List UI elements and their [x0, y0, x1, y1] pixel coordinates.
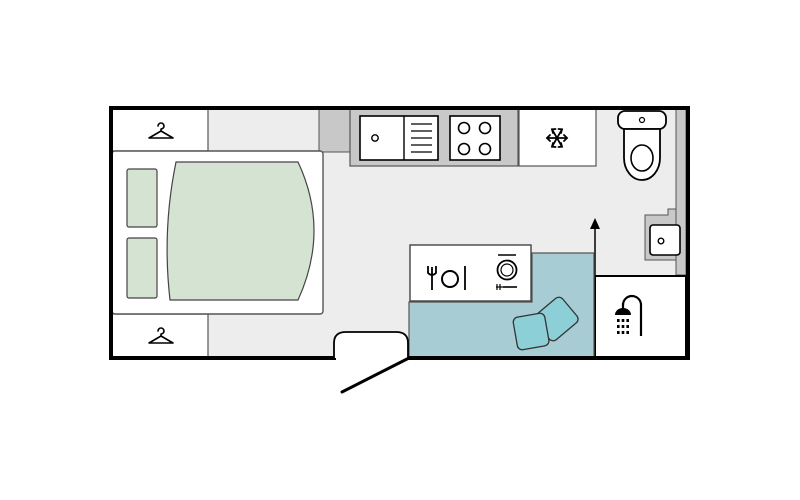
dining-table: [409, 244, 532, 302]
pillow: [126, 237, 158, 299]
plate-icon: [496, 254, 518, 290]
door-step: [333, 331, 409, 358]
cushion: [512, 312, 550, 351]
hob-ring: [457, 142, 471, 156]
kitchen-sink: [359, 115, 439, 161]
bed-sheet: [166, 161, 315, 301]
hob-ring: [457, 121, 471, 135]
pillow: [126, 168, 158, 228]
door-leaf: [340, 356, 411, 394]
toilet-seat: [630, 144, 654, 172]
caravan-walls: [109, 106, 690, 360]
double-bed: [111, 150, 324, 315]
hob-ring: [478, 142, 492, 156]
sink-drain: [371, 134, 379, 142]
shower-icon: [615, 294, 643, 336]
drainer-grooves: [411, 123, 432, 153]
snowflake-icon: [545, 128, 569, 148]
wash-basin: [644, 208, 681, 261]
basin-drain: [657, 237, 665, 245]
toilet-cistern: [617, 110, 667, 130]
hanger-icon: [148, 327, 174, 344]
bedroom: [110, 108, 324, 359]
cutlery-icon: [427, 266, 466, 290]
dinette: [408, 244, 595, 359]
washroom: [594, 108, 687, 359]
counter-corner: [318, 108, 353, 153]
toilet-bowl: [623, 128, 661, 181]
wardrobe-bottom: [110, 313, 209, 359]
arrow-up-icon: [590, 218, 600, 276]
four-ring-hob: [449, 115, 501, 161]
shower: [594, 275, 687, 359]
hob-ring: [478, 121, 492, 135]
flush-button: [638, 116, 646, 124]
entry-door: [333, 331, 411, 394]
hanger-icon: [148, 122, 174, 139]
fridge: [518, 108, 597, 167]
toilet: [617, 110, 667, 181]
wardrobe-top: [110, 108, 209, 152]
